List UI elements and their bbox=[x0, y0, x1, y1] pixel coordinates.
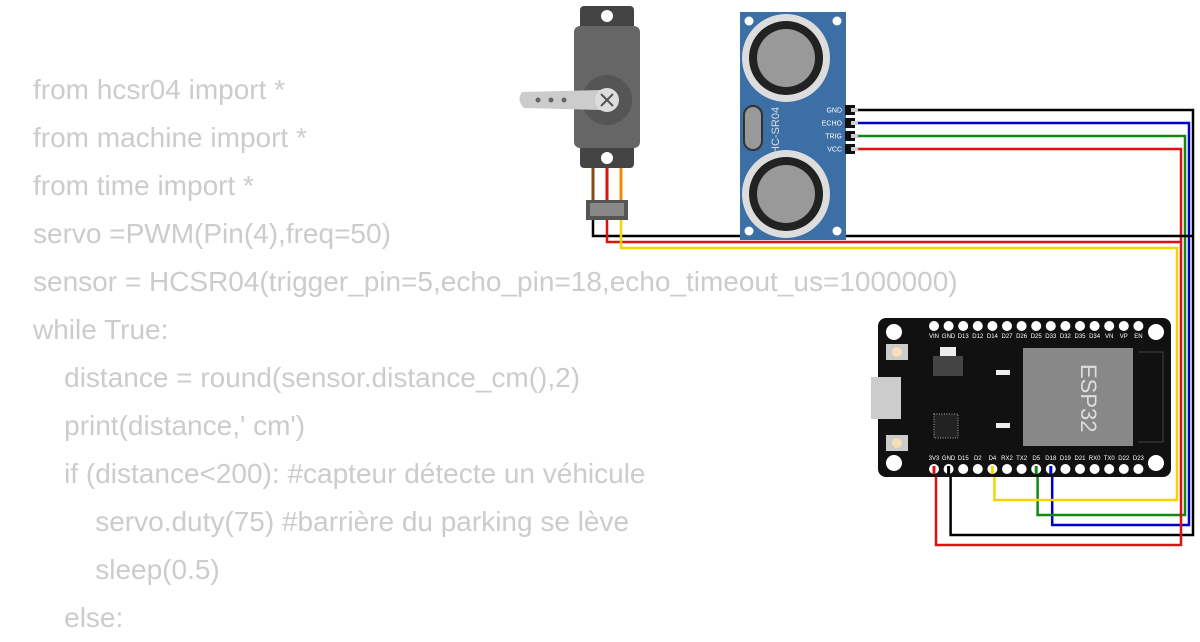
esp32-pin-label: 3V3 bbox=[929, 456, 940, 462]
esp32-pin-label: RX2 bbox=[1001, 456, 1013, 462]
code-line: servo =PWM(Pin(4),freq=50) bbox=[33, 218, 391, 249]
esp32-pin-label: D27 bbox=[1001, 334, 1013, 340]
esp32-pin-d15[interactable] bbox=[958, 464, 969, 474]
wire-echo bbox=[858, 121, 1191, 527]
esp32-pin-label: TX0 bbox=[1104, 456, 1116, 462]
wire-servo-gnd bbox=[591, 220, 1193, 238]
esp32-pin-label: D2 bbox=[974, 456, 982, 462]
esp32-pin-label: D23 bbox=[1133, 456, 1145, 462]
esp32-module bbox=[1023, 348, 1133, 446]
esp32-pin-label: D35 bbox=[1074, 334, 1086, 340]
crystal bbox=[743, 105, 763, 151]
esp32-pin-label: D25 bbox=[1031, 334, 1043, 340]
esp32-pin-label: VP bbox=[1120, 334, 1128, 340]
esp32-pin-d27[interactable] bbox=[1002, 321, 1012, 331]
esp32-pin-en[interactable] bbox=[1133, 321, 1144, 331]
wires bbox=[591, 108, 1195, 547]
esp32-pin-d14[interactable] bbox=[987, 321, 998, 331]
code-line: while True: bbox=[33, 314, 169, 345]
code-editor-background: from hcsr04 import * from machine import … bbox=[33, 66, 958, 642]
esp32-pin-d34[interactable] bbox=[1089, 321, 1100, 331]
sensor-label: HC-SR04 bbox=[770, 107, 782, 154]
esp32-pin-d33[interactable] bbox=[1045, 321, 1056, 331]
esp32-pin-rx2[interactable] bbox=[1002, 464, 1012, 474]
esp32-pin-label: RX0 bbox=[1089, 456, 1101, 462]
esp32-pin-vin[interactable] bbox=[929, 321, 939, 331]
sensor-pin-echo[interactable] bbox=[845, 118, 855, 128]
sensor-pin-label: GND bbox=[826, 108, 842, 115]
esp32-pin-label: D4 bbox=[989, 456, 997, 462]
esp32-pin-label: VIN bbox=[929, 334, 939, 340]
esp32-pin-label: EN bbox=[1134, 334, 1142, 340]
code-line: else: bbox=[33, 602, 124, 633]
esp32-pin-label: D15 bbox=[958, 456, 970, 462]
code-line: sensor = HCSR04(trigger_pin=5,echo_pin=1… bbox=[33, 266, 958, 297]
code-line: sleep(0.5) bbox=[33, 554, 220, 585]
sensor-pin-trig[interactable] bbox=[845, 131, 855, 141]
esp32-pin-label: D19 bbox=[1060, 456, 1072, 462]
esp32-pin-label: D22 bbox=[1118, 456, 1130, 462]
esp32-pin-vp[interactable] bbox=[1118, 321, 1129, 331]
hc-sr04-sensor[interactable]: HC-SR04 GND ECHO TRIG VCC bbox=[740, 12, 858, 240]
esp32-pin-label: D21 bbox=[1074, 456, 1086, 462]
wire-vcc bbox=[858, 147, 1183, 547]
sensor-pin-vcc[interactable] bbox=[845, 144, 855, 154]
servo-horn bbox=[519, 90, 600, 110]
code-line: servo.duty(75) #barrière du parking se l… bbox=[33, 506, 630, 537]
esp32-pin-d22[interactable] bbox=[1118, 464, 1129, 474]
esp32-pin-label: D18 bbox=[1045, 456, 1057, 462]
esp32-pin-rx0[interactable] bbox=[1089, 464, 1100, 474]
esp32-pin-label: GND bbox=[942, 456, 956, 462]
esp32-pin-label: D32 bbox=[1060, 334, 1072, 340]
esp32-pin-d25[interactable] bbox=[1031, 321, 1042, 331]
esp32-pin-tx0[interactable] bbox=[1104, 464, 1115, 474]
esp32-label: ESP32 bbox=[1076, 364, 1101, 433]
wire-servo-vcc bbox=[605, 220, 1181, 244]
sensor-pin-label: TRIG bbox=[825, 134, 842, 141]
wire-gnd bbox=[858, 108, 1195, 537]
esp32-pin-label: D12 bbox=[972, 334, 984, 340]
esp32-pin-label: D14 bbox=[987, 334, 999, 340]
sensor-pin-label: VCC bbox=[827, 147, 842, 154]
servo-motor[interactable] bbox=[519, 6, 640, 220]
esp32-pin-d2[interactable] bbox=[972, 464, 983, 474]
wire-servo-signal bbox=[619, 220, 1179, 502]
code-line: from hcsr04 import * bbox=[33, 74, 286, 105]
esp32-pin-label: D34 bbox=[1089, 334, 1101, 340]
esp32-pin-d23[interactable] bbox=[1133, 464, 1144, 474]
esp32-pin-label: TX2 bbox=[1016, 456, 1028, 462]
esp32-pin-gnd[interactable] bbox=[943, 321, 954, 331]
sensor-pin-label: ECHO bbox=[822, 121, 843, 128]
esp32-pin-label: D26 bbox=[1016, 334, 1028, 340]
esp32-pin-label: D33 bbox=[1045, 334, 1057, 340]
code-line: from time import * bbox=[33, 170, 254, 201]
esp32-pin-d26[interactable] bbox=[1016, 321, 1027, 331]
code-line: from machine import * bbox=[33, 122, 307, 153]
code-line: print(distance,' cm') bbox=[33, 410, 306, 441]
esp32-pin-label: GND bbox=[942, 334, 956, 340]
esp32-pin-d35[interactable] bbox=[1075, 321, 1085, 331]
esp32-pin-d13[interactable] bbox=[958, 321, 969, 331]
code-line: if (distance<200): #capteur détecte un v… bbox=[33, 458, 646, 489]
sensor-pin-gnd[interactable] bbox=[845, 105, 855, 115]
usb-port bbox=[871, 377, 901, 419]
esp32-pin-label: D13 bbox=[958, 334, 970, 340]
esp32-pin-label: D5 bbox=[1032, 456, 1040, 462]
esp32-pin-d21[interactable] bbox=[1075, 464, 1085, 474]
esp32-pin-d19[interactable] bbox=[1060, 464, 1071, 474]
esp32-pin-label: VN bbox=[1105, 334, 1113, 340]
code-line: distance = round(sensor.distance_cm(),2) bbox=[33, 362, 581, 393]
esp32-pin-tx2[interactable] bbox=[1016, 464, 1027, 474]
esp32-pin-d12[interactable] bbox=[972, 321, 983, 331]
esp32-pin-d32[interactable] bbox=[1060, 321, 1071, 331]
esp32-pin-vn[interactable] bbox=[1104, 321, 1115, 331]
